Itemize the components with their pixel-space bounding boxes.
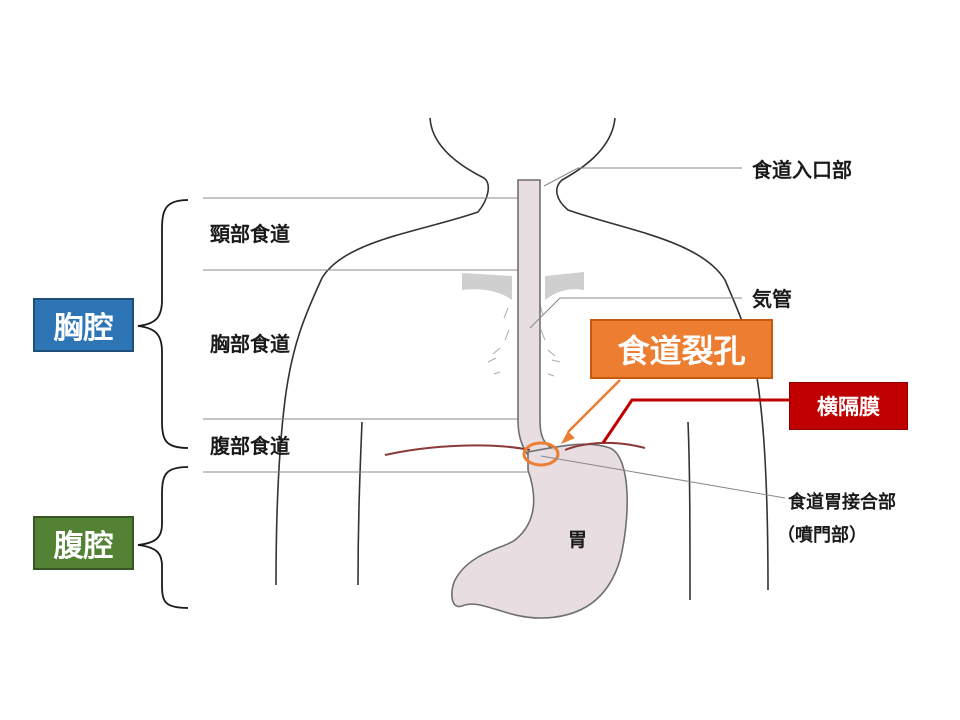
brace-abdominal (137, 466, 189, 609)
level-lines (203, 197, 528, 473)
trachea-label: 気管 (752, 287, 792, 311)
esophageal-hiatus-box: 食道裂孔 (590, 319, 773, 379)
abdominal-esophagus-label: 腹部食道 (210, 434, 290, 458)
body-outline (275, 117, 769, 601)
thoracic-cavity-box: 胸腔 (33, 298, 134, 352)
thoracic-esophagus-label: 胸部食道 (210, 332, 290, 356)
leader-lines (529, 167, 789, 499)
trachea-marks (487, 304, 561, 377)
diaphragm-box: 横隔膜 (789, 382, 908, 430)
clavicles (462, 272, 584, 300)
braces (137, 199, 189, 609)
abdominal-cavity-box: 腹腔 (33, 516, 134, 570)
diaphragm-line (384, 441, 646, 456)
hiatus-marker (522, 441, 560, 467)
neck-left-line (275, 117, 490, 586)
esophageal-entrance-label: 食道入口部 (752, 158, 852, 182)
brace-thoracic (137, 199, 189, 449)
stomach-label: 胃 (568, 529, 587, 551)
stomach (451, 443, 628, 619)
arm-right-line (687, 421, 691, 601)
ge-junction-label-2: （噴門部） (777, 524, 867, 546)
neck-right-line (555, 117, 769, 591)
arm-left-line (357, 421, 363, 586)
ge-junction-label-1: 食道胃接合部 (787, 491, 896, 513)
cervical-esophagus-label: 頸部食道 (210, 222, 290, 246)
